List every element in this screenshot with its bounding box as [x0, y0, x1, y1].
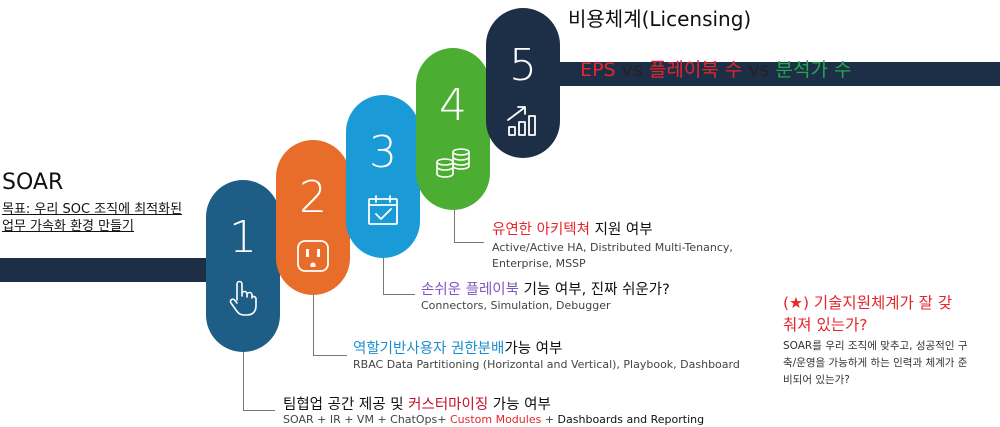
- rbac-title-highlight: 역할기반사용자 권한분배: [353, 341, 505, 357]
- workspace-sub-plain: SOAR + IR + VM + ChatOps+: [283, 413, 450, 426]
- connector-step-4-horizontal: [454, 242, 484, 243]
- rbac-sub: RBAC Data Partitioning (Horizontal and V…: [353, 358, 740, 371]
- workspace-sub-plus: +: [541, 413, 558, 426]
- connector-step-3-horizontal: [383, 294, 415, 295]
- top-arrow-bar: [548, 62, 1000, 86]
- support-body-line1: SOAR를 우리 조직에 맞추고, 성공적인 구: [783, 340, 968, 352]
- architecture-title-rest: 지원 여부: [590, 222, 653, 238]
- licensing-compare: EPS vs 플레이북 수 vs 분석가 수: [568, 33, 852, 82]
- step-1-pill: 1: [206, 180, 280, 352]
- soar-title: SOAR: [2, 170, 64, 195]
- workspace-sub-dark: Dashboards and Reporting: [557, 413, 705, 426]
- connector-step-1-vertical: [243, 352, 244, 410]
- power-outlet-icon: [295, 238, 331, 278]
- step-1-number: 1: [229, 212, 257, 263]
- architecture-title: 유연한 아키텍쳐 지원 여부: [492, 218, 653, 239]
- vs-label-2: vs: [742, 59, 776, 81]
- step-2-pill: 2: [276, 140, 350, 295]
- step-5-number: 5: [509, 40, 537, 91]
- playbook-title-highlight: 손쉬운 플레이북: [421, 282, 519, 298]
- step-4-pill: 4: [416, 48, 490, 210]
- step-3-pill: 3: [346, 95, 420, 258]
- support-title-line2: 춰져 있는가?: [783, 316, 868, 334]
- playbook-title: 손쉬운 플레이북 기능 여부, 진짜 쉬운가?: [421, 278, 670, 299]
- soar-goal-line2: 업무 가속화 환경 만들기: [2, 219, 134, 234]
- coins-icon: [433, 146, 473, 184]
- connector-step-2-vertical: [313, 295, 314, 355]
- workspace-title-plain: 팀협업 공간 제공 및: [283, 397, 409, 413]
- playbook-title-rest: 기능 여부, 진짜 쉬운가?: [519, 282, 670, 298]
- support-body-line2: 축/운영을 가능하게 하는 인력과 체계가 준: [783, 357, 968, 369]
- hand-pointer-icon: [228, 278, 258, 322]
- step-5-pill: 5: [486, 8, 560, 158]
- workspace-title-rest: 가능 여부: [488, 397, 551, 413]
- workspace-title: 팀협업 공간 제공 및 커스터마이징 가능 여부: [283, 393, 551, 414]
- vs-label-1: vs: [615, 59, 649, 81]
- playbook-sub: Connectors, Simulation, Debugger: [421, 299, 611, 312]
- connector-step-2-horizontal: [313, 355, 347, 356]
- step-4-number: 4: [439, 80, 467, 131]
- connector-step-3-vertical: [383, 258, 384, 294]
- calendar-check-icon: [366, 193, 400, 231]
- architecture-sub-line2: Enterprise, MSSP: [492, 257, 586, 270]
- architecture-title-highlight: 유연한 아키텍쳐: [492, 222, 590, 238]
- rbac-title-rest: 가능 여부: [504, 341, 563, 357]
- support-body-line3: 비되어 있는가?: [783, 374, 850, 386]
- workspace-title-highlight: 커스터마이징: [408, 397, 489, 413]
- licensing-title: 비용체계(Licensing): [568, 7, 752, 31]
- eps-label: EPS: [580, 59, 616, 81]
- step-2-number: 2: [299, 172, 327, 223]
- connector-step-1-horizontal: [243, 410, 275, 411]
- connector-step-4-vertical: [454, 210, 455, 242]
- architecture-sub-line1: Active/Active HA, Distributed Multi-Tena…: [492, 241, 733, 254]
- workspace-sub-highlight: Custom Modules: [449, 413, 542, 426]
- workspace-sub: SOAR + IR + VM + ChatOps+ Custom Modules…: [283, 412, 704, 427]
- playbook-count-label: 플레이북 수: [648, 59, 743, 81]
- soar-goal-line1: 목표: 우리 SOC 조직에 최적화된: [2, 202, 183, 217]
- growth-chart-icon: [504, 100, 542, 142]
- analyst-count-label: 분석가 수: [775, 59, 852, 81]
- support-title-line1: (★) 기술지원체계가 잘 갖: [783, 294, 953, 312]
- step-3-number: 3: [369, 127, 397, 178]
- rbac-title: 역할기반사용자 권한분배가능 여부: [353, 337, 562, 358]
